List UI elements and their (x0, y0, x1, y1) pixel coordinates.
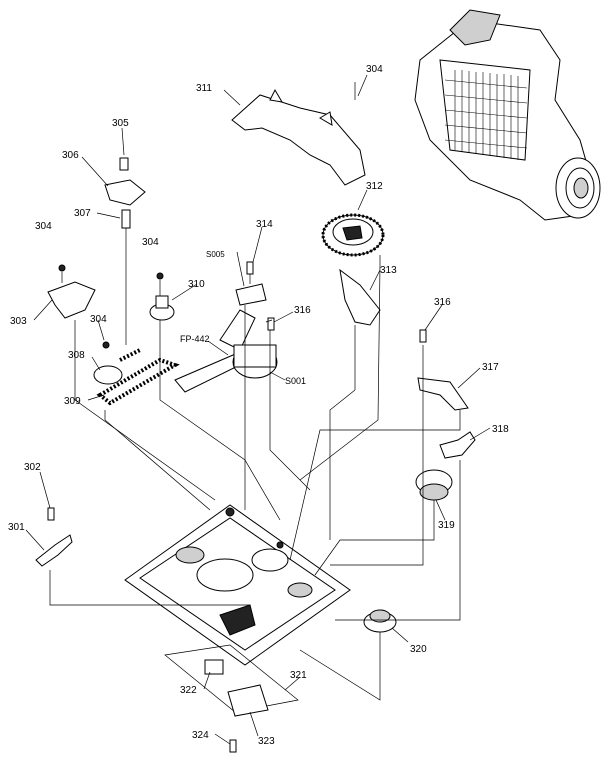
part-313-bracket (339, 268, 381, 326)
part-314-screw (246, 261, 254, 275)
leader-lines (49, 82, 461, 701)
part-317-bracket (417, 377, 469, 411)
label-311: 311 (196, 83, 212, 94)
label-308: 308 (68, 350, 85, 361)
label-318: 318 (492, 424, 509, 435)
label-304: 304 (90, 314, 107, 325)
label-304: 304 (142, 237, 159, 248)
motor-s001 (232, 344, 278, 379)
part-316-screws (267, 317, 427, 343)
part-302-screw (47, 507, 55, 521)
label-s005: S005 (206, 250, 225, 259)
label-fp-442: FP-442 (180, 334, 210, 344)
label-316: 316 (434, 297, 451, 308)
label-313: 313 (380, 265, 397, 276)
part-318-lever (439, 431, 476, 459)
parts-321-324-group (164, 644, 299, 753)
label-314: 314 (256, 219, 273, 230)
callout-pointers (25, 74, 491, 745)
label-312: 312 (366, 181, 383, 192)
main-chassis (124, 504, 351, 666)
label-304: 304 (366, 64, 383, 75)
camcorder-illustration (414, 9, 601, 221)
parts-305-307 (104, 157, 146, 229)
label-302: 302 (24, 462, 41, 473)
label-321: 321 (290, 670, 307, 681)
label-s001: S001 (285, 376, 306, 386)
label-322: 322 (180, 685, 197, 696)
label-319: 319 (438, 520, 455, 531)
part-319-gear (415, 469, 453, 501)
part-303-bracket (47, 264, 96, 319)
label-320: 320 (410, 644, 427, 655)
callout-labels: 311 304 305 306 307 312 304 314 304 S005… (8, 64, 509, 747)
label-324: 324 (192, 730, 209, 741)
label-305: 305 (112, 118, 129, 129)
part-s005-switch (235, 283, 267, 306)
part-301-lever (35, 534, 73, 567)
part-310-pulley (149, 272, 175, 321)
label-307: 307 (74, 208, 91, 219)
label-310: 310 (188, 279, 205, 290)
label-303: 303 (10, 316, 27, 327)
part-309-belt (96, 348, 180, 406)
part-311-bracket (231, 88, 366, 186)
part-308-pulley (93, 341, 123, 385)
label-301: 301 (8, 522, 25, 533)
label-306: 306 (62, 150, 79, 161)
part-320-gear (363, 609, 397, 633)
part-312-gear (321, 213, 385, 257)
label-304: 304 (35, 221, 52, 232)
label-323: 323 (258, 736, 275, 747)
label-309: 309 (64, 396, 81, 407)
label-316: 316 (294, 305, 311, 316)
label-317: 317 (482, 362, 499, 373)
